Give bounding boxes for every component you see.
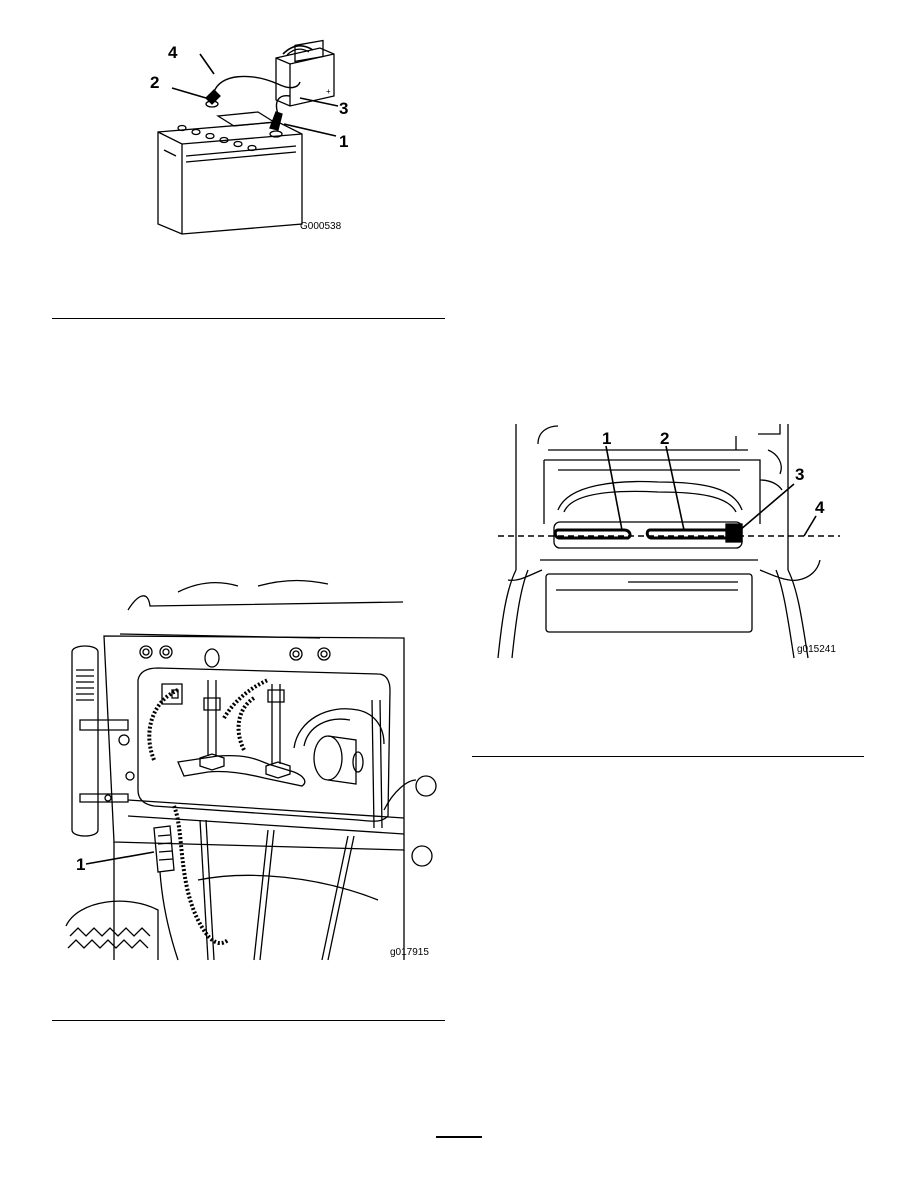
callout-2: 2 xyxy=(660,430,669,447)
section-rule xyxy=(52,1020,445,1021)
callout-3: 3 xyxy=(795,466,804,483)
battery-illustration: + xyxy=(150,38,350,233)
figure-id: G000538 xyxy=(300,222,341,232)
section-rule xyxy=(52,318,445,319)
cables-illustration xyxy=(498,420,843,658)
figure-id: g017915 xyxy=(390,948,429,958)
callout-4: 4 xyxy=(168,44,177,61)
section-rule xyxy=(472,756,864,757)
callout-1: 1 xyxy=(76,856,85,873)
callout-4: 4 xyxy=(815,499,824,516)
callout-1: 1 xyxy=(602,430,611,447)
harness-illustration xyxy=(58,580,448,960)
svg-text:+: + xyxy=(326,87,331,96)
figure-id: g015241 xyxy=(797,645,836,655)
callout-3: 3 xyxy=(339,100,348,117)
page-number-rule xyxy=(436,1136,482,1138)
callout-2: 2 xyxy=(150,74,159,91)
callout-1: 1 xyxy=(339,133,348,150)
